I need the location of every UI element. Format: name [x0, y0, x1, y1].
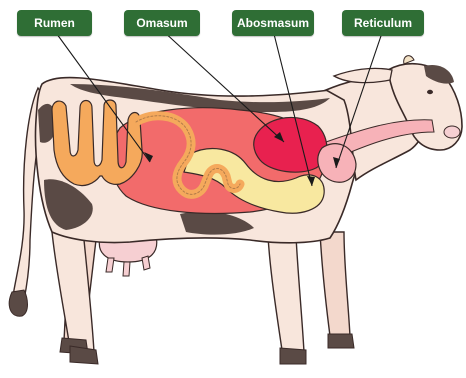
cow-front-leg-back — [320, 232, 350, 336]
label-abomasum: Abosmasum — [232, 10, 314, 36]
cow-nose — [444, 126, 460, 138]
hoof-4 — [328, 334, 354, 348]
cow-ear — [334, 68, 392, 82]
teat-1 — [106, 258, 114, 272]
cow-horn — [404, 56, 414, 64]
label-rumen: Rumen — [17, 10, 92, 36]
cow-front-leg-front — [268, 236, 304, 352]
abomasum-organ — [254, 117, 327, 172]
label-omasum: Omasum — [124, 10, 200, 36]
hoof-3 — [280, 348, 306, 364]
cow-tail-tuft — [9, 290, 27, 316]
teat-2 — [123, 262, 130, 276]
cow-eye — [427, 90, 433, 94]
teat-3 — [142, 256, 150, 270]
label-reticulum: Reticulum — [342, 10, 424, 36]
